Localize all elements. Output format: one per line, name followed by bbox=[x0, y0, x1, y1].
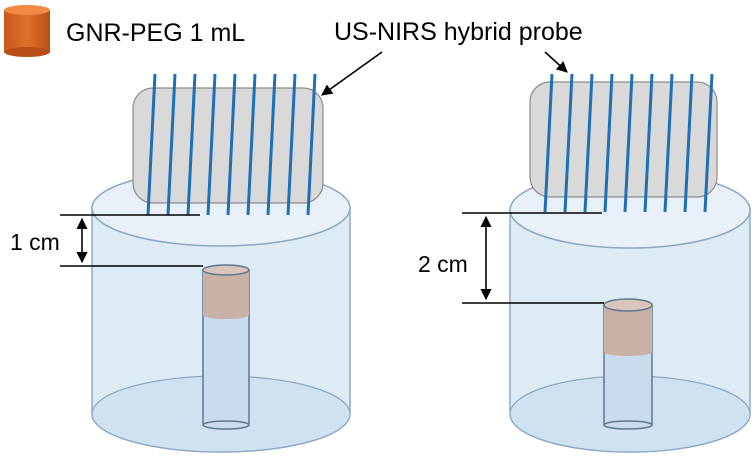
depth-marker bbox=[60, 214, 203, 267]
sample-tube bbox=[202, 264, 250, 430]
probe-array-lines bbox=[543, 73, 714, 213]
setup-right: 2 cm bbox=[418, 73, 751, 453]
depth-marker bbox=[462, 212, 604, 304]
sample-tube bbox=[603, 298, 653, 430]
probe-label: US-NIRS hybrid probe bbox=[334, 18, 583, 46]
probe-body bbox=[529, 73, 718, 213]
legend-label: GNR-PEG 1 mL bbox=[66, 19, 245, 47]
depth-label: 1 cm bbox=[10, 229, 60, 255]
orange-cylinder-icon bbox=[4, 5, 50, 57]
probe-arrow-right bbox=[544, 51, 568, 73]
depth-label: 2 cm bbox=[418, 251, 468, 277]
probe-body bbox=[132, 73, 324, 216]
legend: GNR-PEG 1 mL bbox=[4, 5, 245, 57]
probe-arrow-left bbox=[321, 51, 383, 96]
setup-left: 1 cm bbox=[10, 73, 351, 453]
probe-array-lines bbox=[146, 73, 317, 216]
